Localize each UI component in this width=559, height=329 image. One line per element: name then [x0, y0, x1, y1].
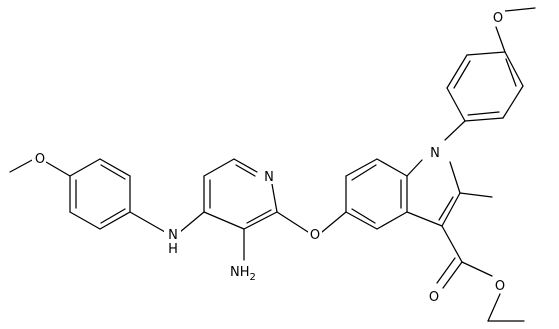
atom-label: H	[168, 242, 178, 257]
bond	[276, 211, 309, 233]
bond	[271, 183, 278, 213]
bond	[179, 211, 205, 233]
indole-pyrrole-ring	[406, 159, 461, 227]
aromatic-inner-bond	[438, 196, 454, 221]
bond	[345, 158, 378, 177]
aromatic-inner-bond	[467, 111, 500, 116]
bond	[446, 87, 466, 122]
bond	[99, 158, 131, 177]
atom-label-subscript: 2	[250, 272, 256, 283]
atom-label-methoxy-o-top: O	[491, 9, 505, 26]
bond	[233, 158, 258, 173]
atom-label-carbonyl-o: O	[427, 288, 441, 305]
bond	[376, 158, 408, 177]
aromatic-inner-bond	[453, 60, 471, 89]
atom-label-ether-o: O	[308, 226, 322, 243]
aromatic-inner-bond	[100, 208, 126, 224]
atom-label: O	[35, 152, 45, 167]
atom-label-main: NH	[230, 265, 250, 280]
atom-label-indole-n: N	[427, 143, 443, 161]
bond	[466, 51, 506, 56]
atom-label: O	[310, 228, 320, 243]
atom-label: N	[168, 228, 178, 243]
bond	[495, 26, 506, 53]
aromatic-inner-bond	[235, 164, 256, 177]
bond	[459, 192, 493, 198]
bond	[129, 211, 166, 233]
bond	[203, 211, 245, 230]
atom-label: N	[264, 170, 274, 185]
aromatic-inner-bond	[100, 164, 126, 180]
bond	[69, 211, 101, 230]
bond	[504, 51, 524, 87]
atom-label-pyridine-n: N	[261, 168, 278, 185]
bond	[9, 158, 35, 173]
top-methoxyphenyl-ring	[446, 51, 524, 122]
left-methoxyphenyl-ring	[69, 158, 131, 230]
indole-benzene-ring	[345, 158, 408, 230]
bond	[449, 161, 461, 194]
atom-label-aniline-nh: N H	[164, 226, 181, 257]
bond	[502, 85, 524, 119]
bond	[461, 261, 493, 277]
atom-label: N	[430, 146, 440, 161]
aminopyridine-ring	[203, 158, 278, 230]
atom-label-ester-o: O	[493, 277, 507, 294]
atom-label: NH2	[230, 265, 256, 283]
bond	[441, 225, 463, 263]
bond	[345, 211, 378, 230]
bond	[444, 120, 466, 141]
aromatic-inner-bond	[351, 208, 376, 224]
bond	[406, 159, 423, 177]
aromatic-inner-bond	[246, 209, 272, 224]
bond	[99, 211, 131, 230]
atom-label-amino-nh2: NH2	[226, 262, 266, 283]
bond	[45, 161, 71, 177]
bond	[442, 261, 463, 289]
bond	[203, 158, 235, 177]
bond	[376, 211, 408, 230]
bond	[504, 7, 536, 12]
atom-label: O	[493, 11, 503, 26]
bond	[464, 117, 504, 122]
aromatic-inner-bond	[351, 164, 377, 181]
bond	[446, 54, 468, 89]
atom-label: O	[495, 279, 505, 294]
bond	[487, 293, 501, 322]
bond	[441, 192, 461, 227]
bond	[321, 211, 347, 233]
bond	[243, 211, 278, 230]
atom-label-methoxy-o-left: O	[32, 150, 46, 167]
bond	[406, 211, 443, 227]
atom-label: O	[429, 290, 439, 305]
aromatic-inner-bond	[505, 58, 517, 87]
bond	[69, 158, 101, 177]
bond	[436, 257, 456, 284]
